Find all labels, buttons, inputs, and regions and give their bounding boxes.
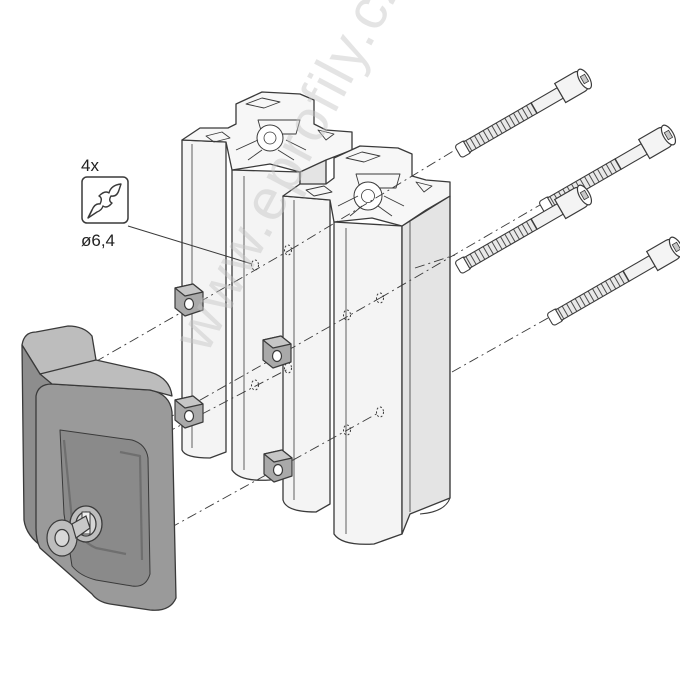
screws (453, 67, 680, 330)
drill-quantity-label: 4x (81, 157, 99, 174)
slot-nut (263, 336, 291, 368)
drill-diameter-label: ø6,4 (81, 232, 115, 249)
socket-head-screw (453, 183, 595, 278)
slot-nut (175, 396, 203, 428)
socket-head-screw (545, 235, 680, 330)
socket-head-screw (453, 67, 595, 162)
aluminium-profile-front (283, 146, 450, 544)
axis-line (452, 318, 548, 372)
lock-housing (22, 326, 176, 610)
drill-bit-icon (81, 176, 129, 224)
slot-nut (264, 450, 292, 482)
